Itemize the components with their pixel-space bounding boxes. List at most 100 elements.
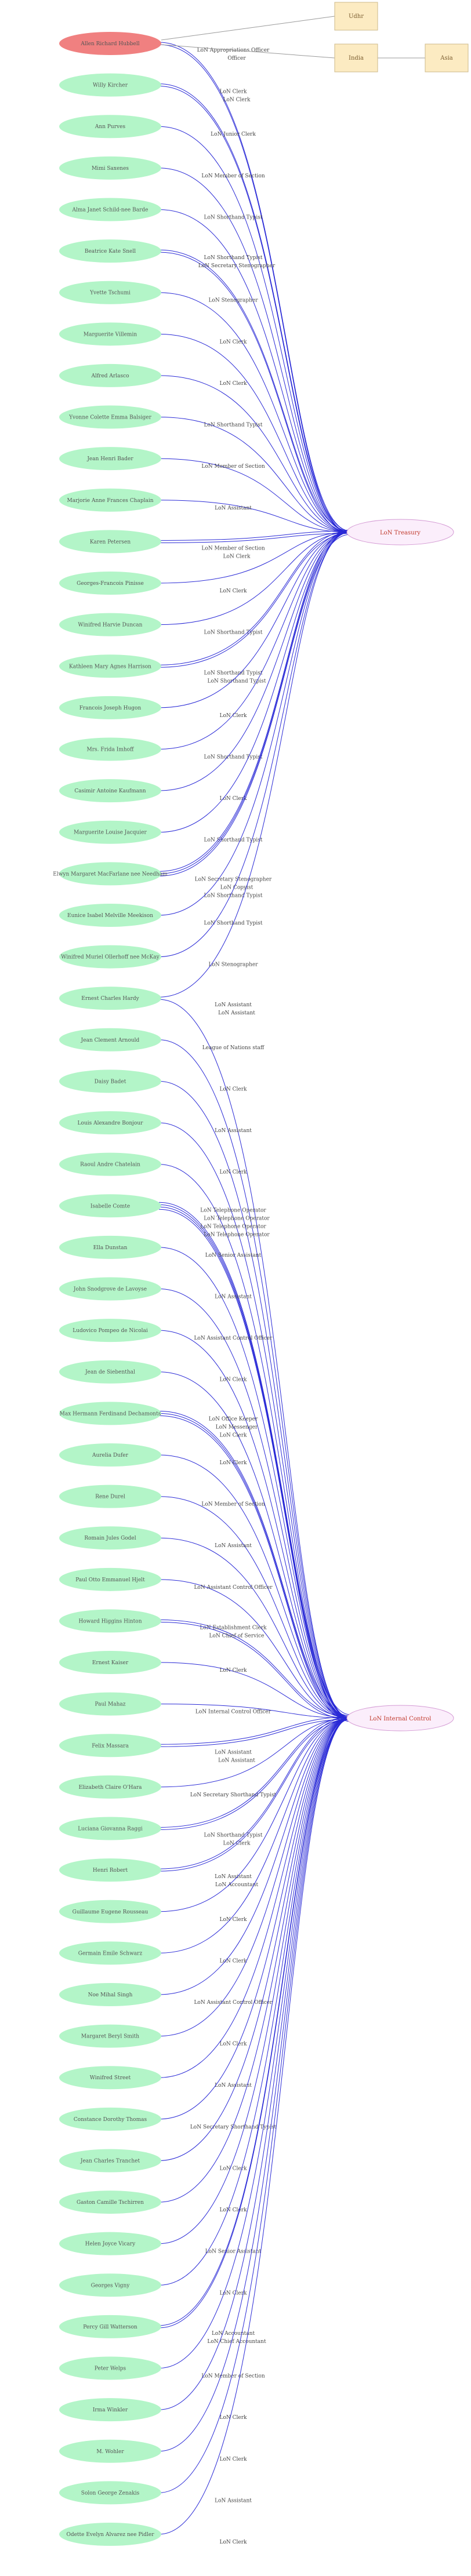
person-node[interactable] — [59, 2191, 161, 2214]
person-node[interactable] — [59, 779, 161, 803]
person-node[interactable] — [59, 1194, 161, 1218]
edge-person-37-0 — [158, 1579, 351, 1719]
edge-label: LoN Shorthand Typist — [204, 670, 263, 676]
person-node[interactable] — [59, 2523, 161, 2546]
person-node[interactable] — [59, 1402, 161, 1425]
edge-label: LoN Junior Clerk — [211, 132, 256, 137]
person-node[interactable] — [59, 447, 161, 471]
person-node[interactable] — [59, 2107, 161, 2131]
person-node[interactable] — [59, 1609, 161, 1633]
person-label: Isabelle Comte — [90, 1203, 130, 1209]
person-label: Winifred Harvie Duncan — [78, 623, 143, 628]
person-node[interactable] — [59, 156, 161, 180]
edge-person-18-0 — [158, 532, 351, 791]
person-node[interactable] — [59, 862, 161, 886]
person-node[interactable] — [59, 1360, 161, 1384]
person-node[interactable] — [59, 572, 161, 595]
person-label: Willy Kircher — [93, 83, 128, 89]
edge-label: LoN Shorthand Typist — [204, 754, 263, 760]
person-node[interactable] — [59, 820, 161, 844]
person-node[interactable] — [59, 2024, 161, 2048]
person-label: Eunice Isabel Melville Meekison — [67, 913, 153, 919]
person-node[interactable] — [59, 1692, 161, 1716]
person-label: Howard Higgins Hinton — [78, 1618, 142, 1624]
person-node[interactable] — [59, 2273, 161, 2297]
person-node[interactable] — [59, 1111, 161, 1135]
person-node[interactable] — [59, 488, 161, 512]
edge-person-16-0 — [158, 532, 351, 708]
person-node[interactable] — [59, 239, 161, 263]
person-node[interactable] — [59, 530, 161, 554]
edge-label: LoN Member of Section — [201, 1502, 265, 1508]
person-node[interactable] — [59, 1069, 161, 1093]
person-node[interactable] — [59, 322, 161, 346]
person-node[interactable] — [59, 1941, 161, 1965]
hub-internal[interactable] — [346, 1705, 454, 1731]
person-node[interactable] — [59, 903, 161, 927]
person-node[interactable] — [59, 1775, 161, 1799]
person-label: Helen Joyce Vicary — [85, 2242, 136, 2247]
person-node[interactable] — [59, 1817, 161, 1840]
person-label: Ernest Kaiser — [92, 1660, 129, 1666]
person-node[interactable] — [59, 1900, 161, 1923]
person-node[interactable] — [59, 2066, 161, 2090]
edge-person-28-1 — [158, 1204, 351, 1718]
person-node[interactable] — [59, 281, 161, 304]
person-node[interactable] — [59, 1152, 161, 1176]
edge-person-44-1 — [158, 1719, 351, 1872]
person-node[interactable] — [59, 654, 161, 678]
person-label: Rene Durel — [95, 1494, 125, 1500]
person-node[interactable] — [59, 363, 161, 387]
person-node[interactable] — [59, 73, 161, 97]
person-node[interactable] — [59, 2398, 161, 2422]
person-node[interactable] — [59, 2149, 161, 2173]
person-label: Ann Purves — [95, 124, 126, 130]
edge-person-33-1 — [158, 1413, 351, 1719]
edge-label: LoN Clerk — [220, 1086, 248, 1092]
edge-label: LoN Assistant Control Officer — [194, 1585, 273, 1591]
person-node[interactable] — [59, 1319, 161, 1342]
person-node[interactable] — [59, 613, 161, 636]
person-node[interactable] — [59, 1485, 161, 1508]
person-label: Paul Otto Emmanuel Hjelt — [75, 1577, 145, 1583]
person-node[interactable] — [59, 1567, 161, 1591]
person-node[interactable] — [59, 1734, 161, 1758]
edge-label: LoN Clerk — [220, 2042, 248, 2047]
edge-person-60-0 — [158, 1718, 351, 2535]
person-node[interactable] — [59, 1858, 161, 1882]
edge-label: LoN Assistant — [215, 1128, 252, 1134]
person-node[interactable] — [59, 2232, 161, 2255]
edge-label: LoN Clerk — [220, 2457, 248, 2462]
person-node[interactable] — [59, 1443, 161, 1467]
person-node[interactable] — [59, 115, 161, 139]
person-node[interactable] — [59, 198, 161, 221]
edge-person-9-0 — [158, 417, 351, 533]
person-node[interactable] — [59, 405, 161, 429]
person-node[interactable] — [59, 1277, 161, 1301]
edge-label: LoN Clerk — [223, 1841, 251, 1847]
edge-person-56-0 — [158, 1718, 351, 2369]
person-node[interactable] — [59, 987, 161, 1010]
person-node[interactable] — [59, 696, 161, 719]
edge-person-29-0 — [158, 1247, 351, 1719]
person-label: Jean Charles Tranchet — [80, 2158, 140, 2164]
person-node[interactable] — [59, 737, 161, 761]
edge-label: LoN Accountant — [215, 1882, 259, 1888]
person-node[interactable] — [59, 2315, 161, 2338]
edge-person-34-0 — [158, 1454, 351, 1719]
edge-label: LoN Member of Section — [201, 464, 265, 470]
person-node[interactable] — [59, 2356, 161, 2380]
person-node[interactable] — [59, 1651, 161, 1675]
person-node[interactable] — [59, 945, 161, 969]
person-node[interactable] — [59, 1235, 161, 1259]
person-label: Beatrice Kate Snell — [85, 249, 136, 254]
box-udhr — [334, 2, 378, 31]
hub-treasury[interactable] — [346, 519, 454, 545]
root-node[interactable] — [59, 32, 161, 55]
person-node[interactable] — [59, 1982, 161, 2006]
edge-person-32-0 — [158, 1371, 351, 1719]
person-node[interactable] — [59, 1028, 161, 1051]
person-node[interactable] — [59, 2481, 161, 2505]
person-node[interactable] — [59, 1526, 161, 1550]
person-node[interactable] — [59, 2439, 161, 2463]
